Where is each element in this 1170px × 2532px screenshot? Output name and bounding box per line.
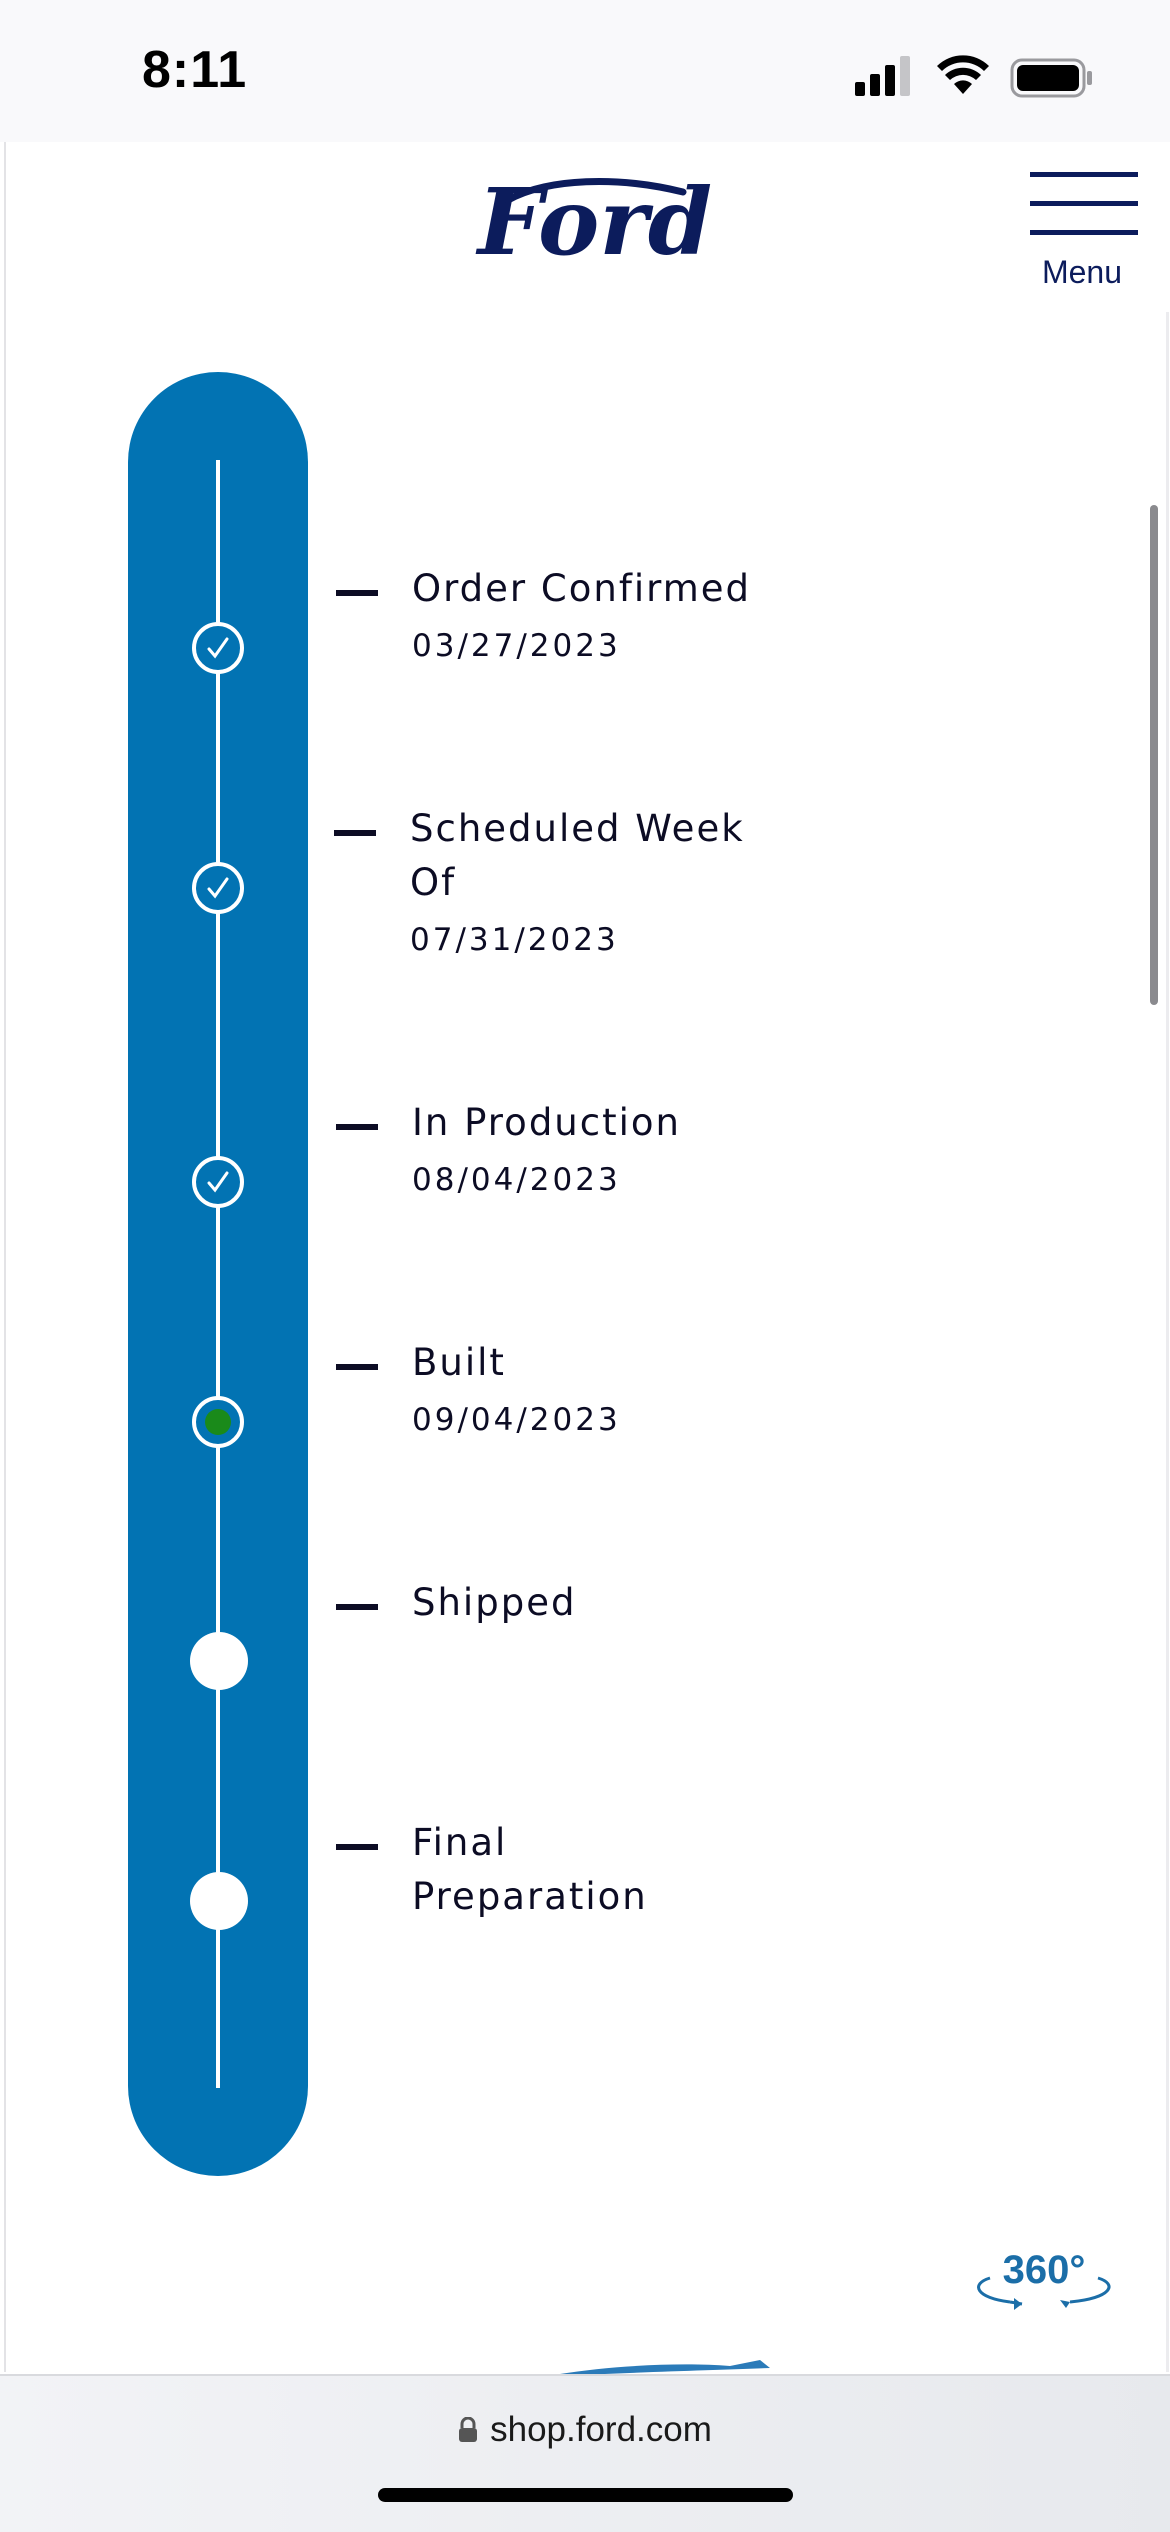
dash-icon [336,1124,378,1130]
svg-text:Ford: Ford [475,170,712,276]
dash-icon [336,590,378,596]
step-scheduled-week-marker [192,862,244,914]
dash-icon [334,830,376,836]
hamburger-icon [1030,172,1138,235]
status-bar: 8:11 [0,0,1170,142]
step-date: 03/27/2023 [412,628,621,664]
dash-icon [336,1364,378,1370]
step-date: 07/31/2023 [410,922,619,958]
checkmark-icon [207,1171,229,1193]
cellular-signal-icon [855,56,910,96]
browser-address-bar[interactable]: shop.ford.com [0,2374,1170,2532]
step-final-preparation-marker [190,1872,248,1930]
site-header: Ford Menu [6,142,1170,312]
step-shipped-marker [190,1632,248,1690]
ford-logo[interactable]: Ford [468,170,723,280]
lock-icon [459,2417,478,2442]
step-title: Shipped [412,1581,577,1624]
url-text: shop.ford.com [490,2410,712,2449]
checkmark-icon [207,877,229,899]
vehicle-image [560,2360,770,2376]
page-edge [4,142,6,2372]
step-title: Built [412,1341,506,1384]
view-360-label: 360° [1002,2248,1086,2292]
step-date: 09/04/2023 [412,1402,621,1438]
step-date: 08/04/2023 [412,1162,621,1198]
tracker-line [216,460,220,2088]
battery-icon [1010,58,1092,98]
step-title: Scheduled Week Of [410,807,745,904]
view-360-button[interactable]: 360° [970,2248,1118,2312]
step-title: Final Preparation [412,1821,648,1918]
rotate-360-icon [977,2276,1111,2310]
menu-label: Menu [1041,254,1123,290]
home-indicator[interactable] [378,2488,793,2502]
dash-icon [336,1604,378,1610]
wifi-icon [937,55,989,94]
menu-button[interactable]: Menu [1026,170,1138,290]
status-time: 8:11 [142,41,248,99]
step-order-confirmed-marker [192,622,244,674]
checkmark-icon [207,637,229,659]
dash-icon [336,1844,378,1850]
url-field[interactable]: shop.ford.com [0,2410,1170,2450]
page-edge-right [1166,312,1169,2372]
scrollbar[interactable] [1150,505,1158,1005]
step-title: Order Confirmed [412,567,751,610]
current-status-dot [205,1409,231,1435]
step-in-production-marker [192,1156,244,1208]
step-title: In Production [412,1101,681,1144]
step-built-marker [192,1396,244,1448]
